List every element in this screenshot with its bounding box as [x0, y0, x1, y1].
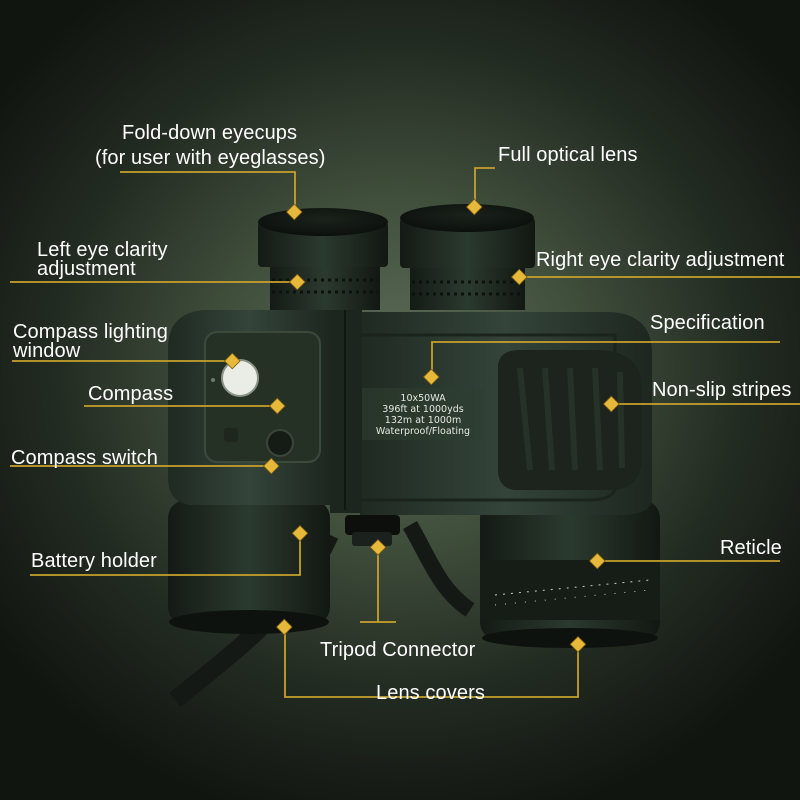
- label-lens-covers: Lens covers: [376, 682, 485, 704]
- left-eyepiece: [258, 208, 388, 310]
- spec-line-1: 10x50WA: [400, 393, 446, 404]
- marker-compass: [268, 397, 286, 415]
- label-battery-holder: Battery holder: [31, 550, 157, 572]
- label-eyecups-line2: (for user with eyeglasses): [95, 147, 326, 169]
- tripod-connector: [345, 515, 400, 546]
- spec-line-2: 396ft at 1000yds: [382, 404, 464, 415]
- marker-non-slip: [602, 395, 620, 413]
- spec-line-4: Waterproof/Floating: [375, 426, 471, 437]
- right-eyepiece: [400, 204, 535, 310]
- label-optical-lens: Full optical lens: [498, 144, 638, 166]
- label-compass: Compass: [88, 383, 174, 405]
- marker-specification: [422, 368, 440, 386]
- specification-plate: [362, 388, 484, 440]
- leader-specification: [431, 341, 780, 377]
- marker-battery: [291, 524, 309, 542]
- specification-text: 10x50WA 396ft at 1000yds 132m at 1000m W…: [358, 393, 488, 437]
- marker-reticle: [588, 552, 606, 570]
- marker-right-clarity: [510, 268, 528, 286]
- marker-tripod: [369, 538, 387, 556]
- marker-compass-switch: [262, 457, 280, 475]
- leader-lens-covers: [284, 631, 579, 698]
- label-reticle: Reticle: [720, 537, 782, 559]
- marker-eyecups: [285, 203, 303, 221]
- non-slip-stripes-panel: [498, 350, 642, 490]
- label-right-clarity: Right eye clarity adjustment: [536, 249, 785, 271]
- label-compass-switch: Compass switch: [11, 447, 158, 469]
- label-compass-window-line1: Compass lighting: [13, 321, 169, 343]
- marker-left-clarity: [288, 273, 306, 291]
- reticle-ring: [494, 579, 651, 606]
- marker-lens-covers-right: [569, 635, 587, 653]
- right-objective-tube: [480, 500, 660, 648]
- label-left-clarity-line2: adjustment: [37, 258, 136, 280]
- leader-eyecups: [120, 171, 296, 212]
- label-specification: Specification: [650, 312, 765, 334]
- left-objective-tube: [168, 500, 330, 634]
- compass-housing: [204, 331, 321, 463]
- label-non-slip: Non-slip stripes: [652, 379, 792, 401]
- callout-markers: [223, 198, 620, 653]
- label-left-clarity-line1: Left eye clarity: [37, 239, 168, 261]
- marker-optical-lens: [465, 198, 483, 216]
- label-compass-window-line2: window: [13, 340, 81, 362]
- neck-strap: [403, 521, 475, 617]
- label-tripod-connector: Tripod Connector: [320, 639, 476, 661]
- leader-lines: [10, 167, 800, 698]
- label-eyecups-line1: Fold-down eyecups: [122, 122, 298, 144]
- leader-battery: [30, 534, 301, 576]
- marker-lens-covers-left: [275, 618, 293, 636]
- leader-optical-lens: [474, 167, 495, 207]
- marker-compass-window: [223, 352, 241, 370]
- spec-line-3: 132m at 1000m: [384, 415, 462, 426]
